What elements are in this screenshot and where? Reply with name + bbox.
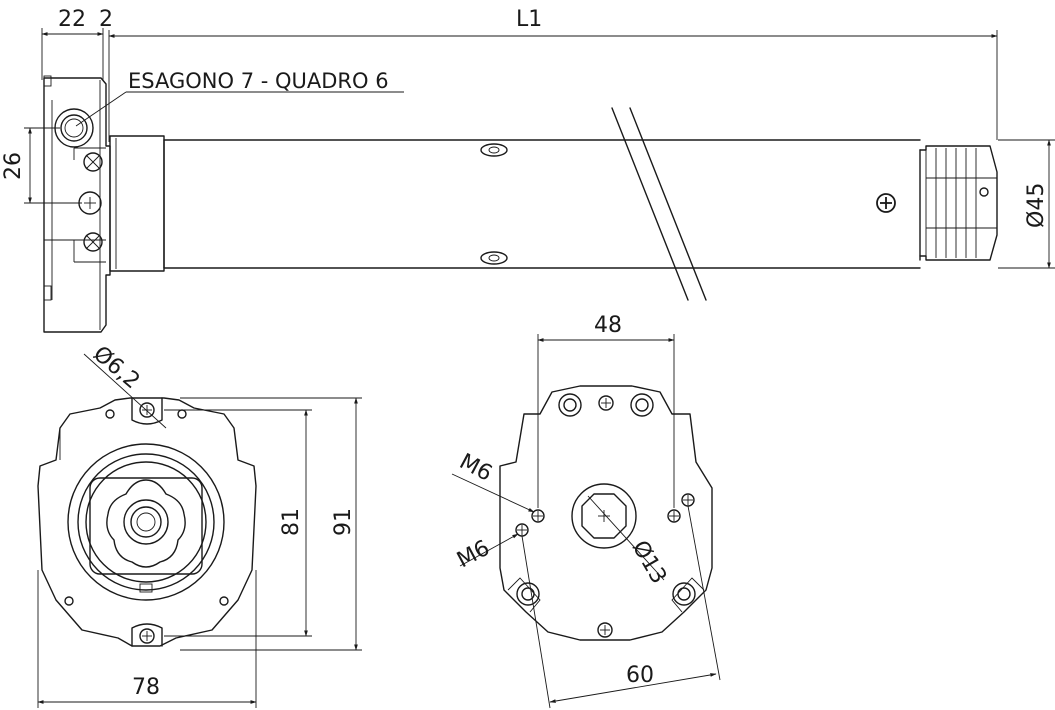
dim-78: 78: [37, 570, 257, 708]
dim-62: Ø6,2: [83, 341, 167, 429]
m6-hole-icon: [681, 493, 695, 507]
head-notch-bottom: [43, 285, 52, 301]
screw-icon: [83, 232, 103, 252]
screw-icon: [598, 395, 614, 411]
dim-81: 81: [164, 409, 312, 637]
dim-label-91: 91: [331, 508, 356, 536]
flange-outline: [37, 397, 257, 647]
mount-hole-top-icon: [131, 397, 163, 425]
screw-icon: [83, 152, 103, 172]
dim-91: 91: [180, 397, 362, 651]
hole-icon: [105, 409, 115, 419]
dim-label-13: Ø13: [627, 537, 671, 589]
mount-lug-icon: [630, 393, 654, 417]
break-line: [611, 107, 689, 301]
dim-label-78: 78: [132, 675, 160, 700]
screw-icon: [597, 622, 613, 638]
dim-label-81: 81: [279, 508, 304, 536]
mount-hole-bottom-icon: [131, 623, 163, 647]
collar: [109, 135, 165, 272]
dim-48: 48: [537, 313, 675, 508]
dim-label-2: 2: [99, 7, 113, 32]
dim-22: 22 2: [41, 7, 113, 80]
break-line: [629, 107, 707, 301]
m6-hole-icon: [667, 509, 681, 523]
mount-lug-icon: [671, 577, 705, 613]
rivet-icon: [480, 251, 508, 265]
dim-45: Ø45: [998, 139, 1055, 269]
dim-60: 60: [521, 505, 721, 709]
side-view: L1 22 2 26 Ø45 ESAGONO 7 - QUADRO: [1, 7, 1055, 333]
limit-switch-icon: [78, 191, 102, 215]
hole-icon: [64, 596, 74, 606]
m6-leader-a: M6: [451, 449, 535, 513]
rear-view: Ø13 M6 M6 48 60: [451, 313, 721, 709]
m6-label-a: M6: [455, 449, 496, 487]
mount-lug-icon: [507, 577, 541, 613]
head-outline: [499, 385, 713, 641]
mount-lug-icon: [558, 393, 582, 417]
dim-label-22: 22: [58, 7, 86, 32]
rivet-icon: [480, 143, 508, 157]
hex-leader: ESAGONO 7 - QUADRO 6: [75, 69, 404, 127]
screw-icon: [876, 193, 896, 213]
dim-13: Ø13: [587, 495, 671, 589]
head-notch-top: [43, 75, 52, 87]
hex-label: ESAGONO 7 - QUADRO 6: [128, 69, 389, 93]
tube: [163, 107, 921, 301]
dim-26: 26: [1, 127, 82, 204]
dim-label-62: Ø6,2: [88, 341, 144, 394]
m6-leader-b: M6: [453, 533, 519, 574]
hex-socket-icon: [54, 108, 94, 148]
dim-L1: L1: [108, 7, 998, 142]
dim-label-60: 60: [626, 663, 654, 688]
dim-label-48: 48: [594, 313, 622, 338]
motor-head: [43, 77, 111, 333]
hole-icon: [177, 409, 187, 419]
m6-hole-icon: [531, 509, 545, 523]
dim-label-L1: L1: [516, 7, 542, 32]
crown-icon: [106, 479, 186, 568]
m6-label-b: M6: [453, 536, 494, 574]
center-shaft-icon: [571, 483, 637, 549]
front-view: Ø6,2 81 91 78: [37, 341, 362, 708]
crown-adapter: [919, 145, 998, 261]
hole-icon: [219, 596, 229, 606]
dim-label-26: 26: [1, 152, 26, 180]
dim-label-45: Ø45: [1024, 183, 1049, 228]
